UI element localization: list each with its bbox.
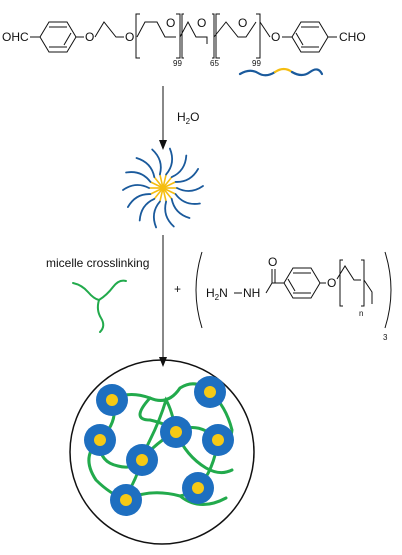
ether-oxygen-label: O xyxy=(197,16,206,30)
ether-oxygen-label: O xyxy=(85,30,94,44)
micelle-core-block xyxy=(162,187,176,195)
micelle-core-block xyxy=(162,187,167,202)
hydrazide-nh-label: NH xyxy=(243,286,260,300)
polymer-structure xyxy=(30,13,337,59)
three-arm-crosslinker-icon xyxy=(72,279,127,333)
micelle-core-block xyxy=(162,174,167,189)
crosslinker-arm xyxy=(96,299,105,333)
flower-micelle-icon xyxy=(122,147,204,229)
micelle-crosslinking-label: micelle crosslinking xyxy=(46,256,149,270)
micelle-core-block xyxy=(153,187,164,200)
repeat-bracket-open xyxy=(135,13,140,59)
ring-double-bond xyxy=(287,278,296,292)
micelle-core-block xyxy=(162,181,176,189)
micelle-core-block xyxy=(153,176,164,189)
plus-sign: + xyxy=(174,282,181,296)
micelle-corona-chain xyxy=(170,154,188,178)
peg-repeat-n: n xyxy=(359,309,363,318)
micelle-core-block xyxy=(150,187,164,195)
micelle-core-block xyxy=(159,174,164,189)
micelle-corona-chain xyxy=(122,184,150,191)
micelle-corona-chain xyxy=(138,198,156,222)
micelle-bead-core xyxy=(136,454,148,466)
micelle-corona-chain xyxy=(170,198,191,219)
crosslinker-arm xyxy=(72,282,100,301)
paren-close xyxy=(384,251,392,329)
micelle-core-block xyxy=(162,187,173,200)
micelle-corona-chain xyxy=(152,200,161,229)
arm-count: 3 xyxy=(383,333,388,342)
paren-open xyxy=(195,251,203,329)
peo-repeat-count-right: 99 xyxy=(252,59,261,68)
crosslinked-micelle-network-icon xyxy=(69,359,255,545)
micelle-core-block xyxy=(150,181,164,189)
micelle-core-block xyxy=(159,187,164,202)
ether-oxygen-label: O xyxy=(327,276,336,290)
repeat-bracket-close xyxy=(212,13,215,59)
crosslinker-labels: H2N NH O O n 3 xyxy=(206,255,388,342)
aldehyde-left-label: OHC xyxy=(2,30,29,44)
peo-block-left xyxy=(238,69,277,77)
repeat-bracket-open xyxy=(181,13,184,59)
micelle-beads xyxy=(84,376,234,516)
ppo-block xyxy=(273,67,294,74)
micelle-bead-core xyxy=(106,394,118,406)
polymer-labels: OHC O O O O O O 99 65 99 CHO xyxy=(2,16,366,68)
repeat-bracket-close xyxy=(176,13,181,59)
micelle-corona-chain xyxy=(135,157,156,178)
water-reagent-label: H2O xyxy=(177,110,199,126)
ether-oxygen-label: O xyxy=(271,30,280,44)
carbonyl-oxygen-label: O xyxy=(268,255,277,269)
repeat-bracket-open xyxy=(339,259,343,307)
micelle-bead-core xyxy=(192,482,204,494)
reaction-arrow-1 xyxy=(159,86,167,150)
micelle-corona-chain xyxy=(174,168,199,183)
peo-repeat-count-left: 99 xyxy=(173,59,182,68)
micelle-corona-chain xyxy=(176,185,204,192)
micelle-corona-chain xyxy=(125,171,152,183)
peo-chain-left xyxy=(136,21,176,38)
repeat-bracket-open xyxy=(215,13,220,59)
core-bond xyxy=(363,279,373,304)
peg-chain xyxy=(336,265,361,281)
ether-oxygen-label: O xyxy=(166,16,175,30)
micelle-bead-core xyxy=(170,426,182,438)
micelle-bead-core xyxy=(212,434,224,446)
crosslinker-arm xyxy=(98,279,127,301)
micelle-corona-chain xyxy=(164,200,175,228)
micelle-bead-core xyxy=(120,494,132,506)
repeat-bracket-close xyxy=(256,13,261,59)
bond xyxy=(259,21,271,38)
bond xyxy=(265,282,273,294)
micelle-bead-core xyxy=(94,434,106,446)
ether-oxygen-label: O xyxy=(238,16,247,30)
micelle-corona-chain xyxy=(127,193,152,208)
micelle-core-block xyxy=(162,176,173,189)
reaction-arrow-2 xyxy=(159,235,167,367)
peo-chain-right xyxy=(213,21,257,38)
micelle-corona-chain xyxy=(174,193,201,205)
ppo-chain xyxy=(179,20,208,44)
micelle-corona-chain xyxy=(151,148,162,176)
hydrogel-boundary xyxy=(69,359,255,545)
crosslinker-structure xyxy=(195,251,392,329)
ring-double-bond xyxy=(63,32,72,46)
peo-block-right xyxy=(290,68,324,77)
micelle-corona-chain xyxy=(165,147,174,176)
ether-oxygen-label: O xyxy=(125,30,134,44)
micelle-bead-core xyxy=(204,386,216,398)
ring-double-bond xyxy=(295,32,304,46)
aldehyde-right-label: CHO xyxy=(339,30,366,44)
hydrazide-amine-label: H2N xyxy=(206,286,228,302)
triblock-copolymer-icon xyxy=(238,67,324,77)
repeat-bracket-close xyxy=(361,259,365,307)
ppo-repeat-count: 65 xyxy=(210,59,219,68)
linker-zigzag xyxy=(94,21,124,38)
